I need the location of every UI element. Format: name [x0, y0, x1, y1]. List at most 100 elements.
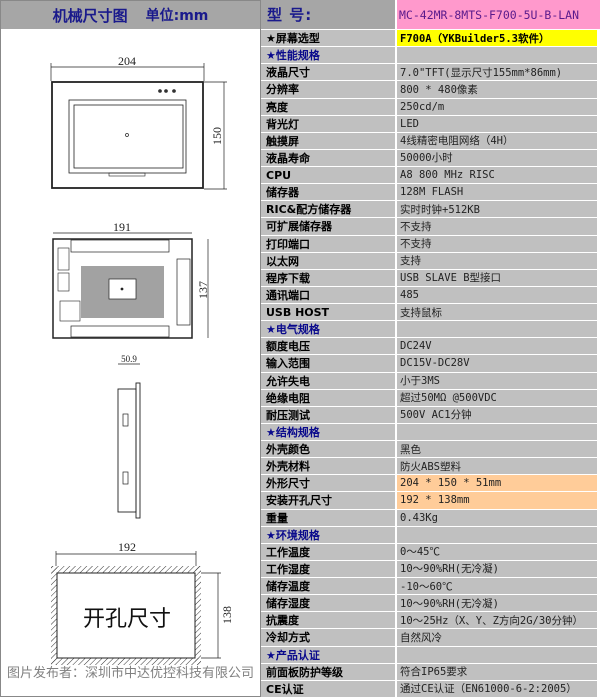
spec-value: F700A（YKBuilder5.3软件）	[395, 30, 597, 47]
spec-label: 通讯端口	[261, 286, 395, 303]
spec-value: 自然风冷	[395, 629, 597, 646]
spec-label: 耐压测试	[261, 406, 395, 423]
spec-value: 10～25Hz（X、Y、Z方向2G/30分钟）	[395, 612, 597, 629]
side-view: 50.9	[117, 354, 141, 519]
spec-label: 以太网	[261, 252, 395, 269]
spec-row: 外壳颜色黑色	[261, 440, 600, 458]
section-header-row: ★产品认证	[261, 645, 600, 663]
spec-value: 485	[395, 286, 597, 303]
model-value: MC-42MR-8MTS-F700-5U-B-LAN	[395, 0, 600, 29]
spec-label: 可扩展储存器	[261, 218, 395, 235]
spec-label: USB HOST	[261, 304, 395, 321]
front-view: 204 150	[50, 54, 227, 190]
spec-label: 工作湿度	[261, 560, 395, 577]
spec-label: CE认证	[261, 680, 395, 697]
spec-row: 可扩展储存器不支持	[261, 217, 600, 235]
spec-label: 液晶尺寸	[261, 64, 395, 81]
spec-value: 支持鼠标	[395, 304, 597, 321]
spec-value	[395, 321, 597, 338]
cutout-height-label: 138	[220, 606, 234, 624]
cutout-view: 192 开孔尺寸 138	[51, 540, 234, 665]
spec-value: 防火ABS塑料	[395, 458, 597, 475]
section-header-row: ★环境规格	[261, 525, 600, 543]
front-width-label: 204	[118, 54, 136, 68]
dimension-drawings: 204 150 191 137	[50, 54, 234, 665]
spec-label: ★屏幕选型	[261, 30, 395, 47]
spec-row: CE认证通过CE认证（EN61000-6-2:2005）	[261, 679, 600, 697]
spec-value: 800 * 480像素	[395, 81, 597, 98]
spec-value: USB SLAVE B型接口	[395, 269, 597, 286]
spec-value: A8 800 MHz RISC	[395, 167, 597, 184]
spec-label: 工作温度	[261, 543, 395, 560]
spec-label: 抗震度	[261, 612, 395, 629]
spec-row: 储存温度-10～60℃	[261, 577, 600, 595]
spec-value: 10～90%RH(无冷凝)	[395, 560, 597, 577]
spec-label: 绝缘电阻	[261, 389, 395, 406]
spec-value: 192 * 138mm	[395, 492, 597, 509]
back-height-label: 137	[196, 281, 210, 299]
spec-value	[395, 423, 597, 440]
spec-label: 允许失电	[261, 372, 395, 389]
spec-row: 外壳材料防火ABS塑料	[261, 457, 600, 475]
spec-label: 储存湿度	[261, 595, 395, 612]
spec-label: 冷却方式	[261, 629, 395, 646]
spec-label: CPU	[261, 167, 395, 184]
spec-value: 7.0"TFT(显示尺寸155mm*86mm)	[395, 64, 597, 81]
spec-row: 前面板防护等级符合IP65要求	[261, 662, 600, 680]
spec-value: 不支持	[395, 235, 597, 252]
spec-label: 前面板防护等级	[261, 663, 395, 680]
spec-label: 安装开孔尺寸	[261, 492, 395, 509]
spec-label: ★产品认证	[261, 646, 395, 663]
mechanical-drawing-panel: 机械尺寸图 单位:mm 204 150 191	[0, 0, 261, 697]
section-header-row: ★结构规格	[261, 422, 600, 440]
spec-value: 实时时钟+512KB	[395, 201, 597, 218]
spec-value: 黑色	[395, 441, 597, 458]
spec-label: RIC&配方储存器	[261, 201, 395, 218]
spec-label: 输入范围	[261, 355, 395, 372]
spec-value: 500V AC1分钟	[395, 406, 597, 423]
section-header-row: ★电气规格	[261, 320, 600, 338]
spec-label: 外形尺寸	[261, 475, 395, 492]
spec-label: 储存器	[261, 184, 395, 201]
spec-label: ★性能规格	[261, 47, 395, 64]
spec-value	[395, 47, 597, 64]
watermark: 图片发布者：深圳市中达优控科技有限公司	[6, 666, 254, 681]
spec-value: 0.43Kg	[395, 509, 597, 526]
spec-row: 冷却方式自然风冷	[261, 628, 600, 646]
spec-value: 128M FLASH	[395, 184, 597, 201]
spec-label: ★结构规格	[261, 423, 395, 440]
spec-label: 打印端口	[261, 235, 395, 252]
spec-value: 250cd/m	[395, 98, 597, 115]
spec-row: 允许失电小于3MS	[261, 371, 600, 389]
spec-value	[395, 526, 597, 543]
spec-value: 通过CE认证（EN61000-6-2:2005）	[395, 680, 597, 697]
side-depth-label: 50.9	[121, 354, 137, 364]
drawing-header: 机械尺寸图 单位:mm	[1, 1, 260, 29]
spec-label: 背光灯	[261, 115, 395, 132]
front-height-label: 150	[210, 127, 224, 145]
spec-label: ★电气规格	[261, 321, 395, 338]
spec-value: 小于3MS	[395, 372, 597, 389]
spec-label: ★环境规格	[261, 526, 395, 543]
spec-label: 储存温度	[261, 578, 395, 595]
spec-label: 分辨率	[261, 81, 395, 98]
spec-value: 超过50MΩ @500VDC	[395, 389, 597, 406]
